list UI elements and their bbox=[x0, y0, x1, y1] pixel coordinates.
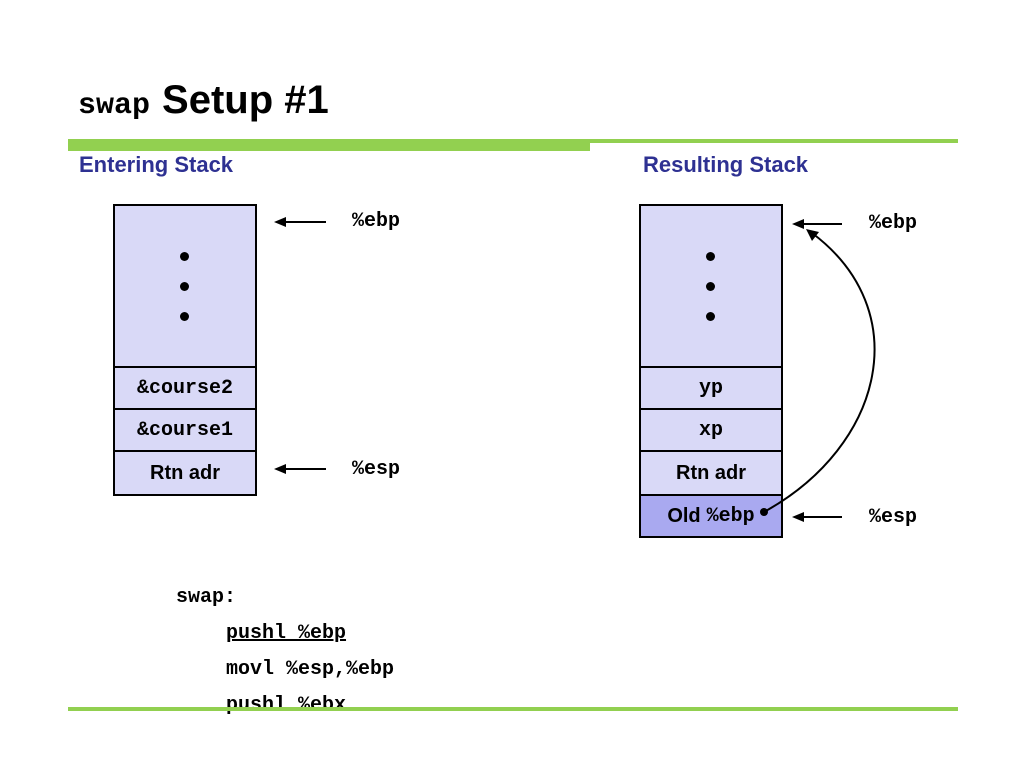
entering-esp-arrow bbox=[274, 464, 326, 474]
stack-cell-label: Rtn adr bbox=[150, 461, 220, 484]
stack-cell: Rtn adr bbox=[113, 450, 257, 496]
entering-esp-label: %esp bbox=[352, 458, 401, 481]
resulting-esp-label: %esp bbox=[869, 506, 918, 529]
code-line-movl: movl %esp,%ebp bbox=[226, 658, 395, 681]
entering-stack-heading: Entering Stack bbox=[79, 152, 234, 177]
resulting-ebp-arrow bbox=[792, 219, 842, 229]
stack-cell: xp bbox=[639, 408, 783, 452]
ellipsis-dot bbox=[706, 282, 715, 291]
stack-cell-label: xp bbox=[698, 418, 723, 442]
page-title: swap Setup #1 bbox=[78, 78, 329, 134]
footer-rule bbox=[68, 707, 958, 711]
resulting-ebp-label: %ebp bbox=[869, 212, 918, 235]
stack-cell-old-ebp: Old %ebp bbox=[639, 494, 783, 538]
old-label: Old bbox=[667, 504, 701, 527]
stack-cell-label: &course1 bbox=[136, 418, 233, 442]
title-rule-accent bbox=[68, 142, 590, 151]
code-line-pushl-ebx: pushl %ebx bbox=[226, 694, 347, 717]
resulting-stack-heading: Resulting Stack bbox=[643, 152, 809, 177]
stack-cell-label: &course2 bbox=[136, 376, 233, 400]
title-rule bbox=[68, 139, 958, 143]
code-label: swap: bbox=[176, 586, 237, 609]
old-ebp-link-arrow bbox=[760, 229, 876, 516]
ellipsis-dot bbox=[180, 282, 189, 291]
entering-ebp-arrow bbox=[274, 217, 326, 227]
entering-ebp-label: %ebp bbox=[352, 210, 401, 233]
page-title-code: swap bbox=[78, 89, 151, 123]
resulting-esp-arrow bbox=[792, 512, 842, 522]
stack-cell-label: yp bbox=[698, 376, 723, 400]
stack-cell: &course1 bbox=[113, 408, 257, 452]
ellipsis-dot bbox=[706, 312, 715, 321]
old-ebp-code: %ebp bbox=[706, 504, 755, 528]
stack-cell: Rtn adr bbox=[639, 450, 783, 496]
ellipsis-dot bbox=[180, 312, 189, 321]
ellipsis-dot bbox=[180, 252, 189, 261]
ellipsis-dot bbox=[706, 252, 715, 261]
code-line-pushl-ebp: pushl %ebp bbox=[226, 622, 347, 645]
page-title-text: Setup #1 bbox=[162, 78, 329, 122]
stack-cell-label: Rtn adr bbox=[676, 461, 746, 484]
